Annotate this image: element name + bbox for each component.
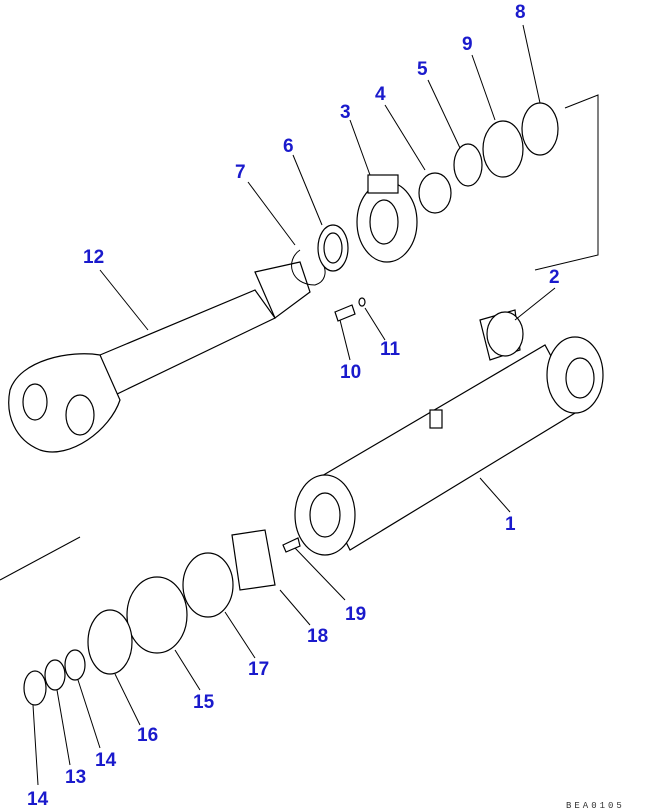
cylinder-head <box>356 174 418 263</box>
label-7: 7 <box>235 162 246 183</box>
label-16: 16 <box>137 725 159 746</box>
drawing-code: BEA0105 <box>566 801 625 811</box>
label-14: 14 <box>27 789 49 810</box>
cylinder-tube <box>294 336 604 556</box>
label-14: 14 <box>95 750 117 771</box>
screw-19 <box>282 537 301 553</box>
ring-16 <box>87 609 133 675</box>
seal-5 <box>453 143 483 187</box>
label-3: 3 <box>340 102 351 123</box>
label-9: 9 <box>462 34 473 55</box>
piston-rod <box>8 261 311 453</box>
label-17: 17 <box>248 659 270 680</box>
label-13: 13 <box>65 767 87 788</box>
seal-4 <box>418 172 452 214</box>
label-6: 6 <box>283 136 294 157</box>
nut-18 <box>231 529 276 591</box>
label-8: 8 <box>515 2 526 23</box>
label-5: 5 <box>417 59 428 80</box>
leader-lines <box>32 24 556 786</box>
bushing-2 <box>479 309 524 361</box>
label-15: 15 <box>193 692 215 713</box>
ring-14b <box>23 670 47 706</box>
bushing <box>317 224 349 272</box>
piston-15 <box>126 576 188 654</box>
label-4: 4 <box>375 84 386 105</box>
snap-ring <box>291 249 326 286</box>
o-ring-8 <box>521 102 559 156</box>
label-18: 18 <box>307 626 329 647</box>
label-12: 12 <box>83 247 105 268</box>
label-2: 2 <box>549 267 560 288</box>
ring-9 <box>482 120 524 178</box>
ring-17 <box>182 552 234 618</box>
label-10: 10 <box>340 362 362 383</box>
label-19: 19 <box>345 604 367 625</box>
label-11: 11 <box>380 339 401 360</box>
ring-13 <box>44 659 66 691</box>
ring-14 <box>64 649 86 681</box>
label-1: 1 <box>505 514 516 535</box>
